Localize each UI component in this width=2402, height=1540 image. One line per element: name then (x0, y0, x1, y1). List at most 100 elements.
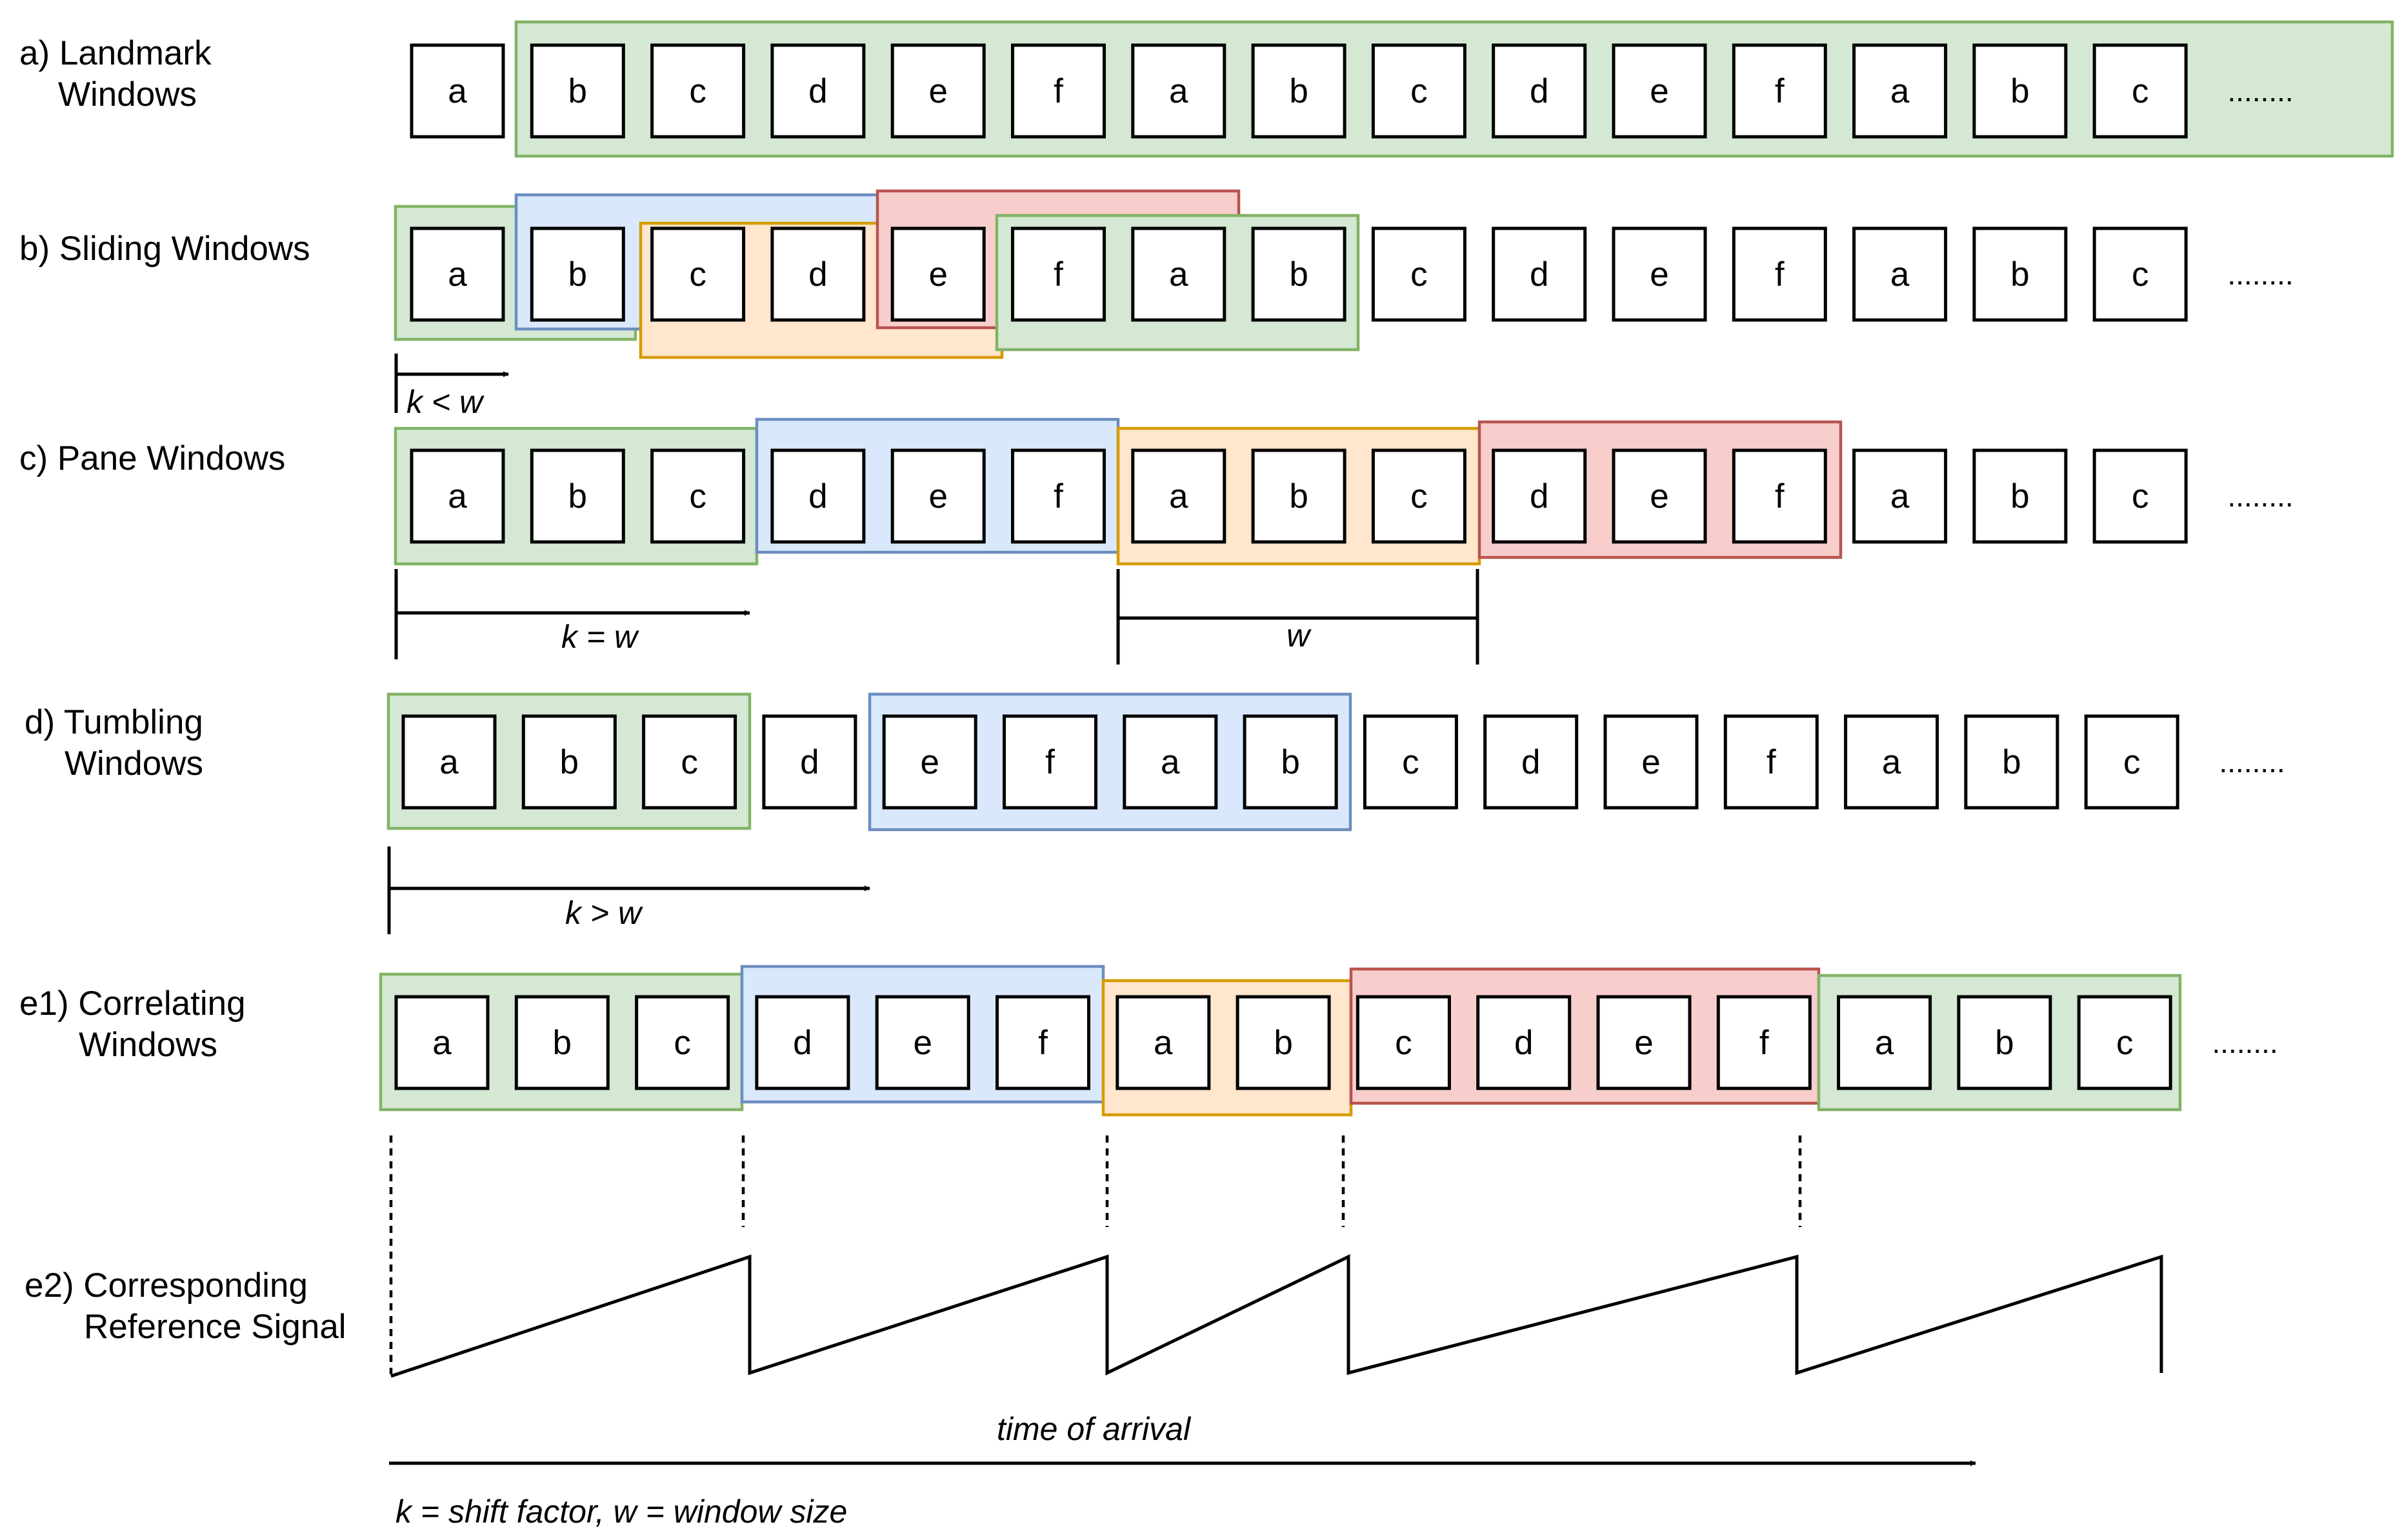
cell-letter: c (1402, 743, 1419, 781)
cell-box (762, 714, 857, 810)
cell-landmark-2: b (530, 43, 625, 139)
cell-landmark-14: b (1972, 43, 2068, 139)
cell-pane-5: e (890, 448, 986, 544)
cell-box (410, 226, 505, 322)
cell-letter: b (2010, 72, 2029, 110)
cell-letter: f (1775, 477, 1785, 515)
cell-box (2077, 995, 2172, 1090)
cell-letter: e (1650, 72, 1668, 110)
cell-letter: f (1054, 255, 1063, 294)
cell-box (1972, 448, 2068, 544)
cell-sliding-14: b (1972, 226, 2068, 322)
cell-tumbling-11: e (1603, 714, 1699, 810)
reference-signal-sawtooth (390, 1254, 2163, 1378)
cell-sliding-13: a (1852, 226, 1948, 322)
cell-box (1852, 448, 1948, 544)
cell-landmark-5: e (890, 43, 986, 139)
cell-correlating-15: c (2077, 995, 2172, 1090)
cell-sliding-11: e (1612, 226, 1707, 322)
cell-letter: c (2116, 1024, 2134, 1062)
cell-letter: a (448, 477, 467, 515)
cell-box (1837, 995, 1932, 1090)
cell-box (635, 995, 730, 1090)
cell-letter: a (1890, 72, 1910, 110)
cell-box (2092, 226, 2188, 322)
cell-letter: e (913, 1024, 932, 1062)
cell-letter: a (1882, 743, 1901, 781)
cell-box (890, 448, 986, 544)
cell-letter: c (2132, 72, 2149, 110)
cell-box (770, 448, 866, 544)
cell-box (1492, 448, 1587, 544)
cell-box (882, 714, 977, 810)
cell-letter: b (1995, 1024, 2014, 1062)
cell-letter: f (1775, 255, 1785, 294)
cell-landmark-7: a (1131, 43, 1226, 139)
label-reference-signal: e2) Corresponding Reference Signal (25, 1266, 346, 1346)
label-correlating-windows: e1) Correlating Windows (19, 985, 255, 1064)
cell-box (1972, 43, 2068, 139)
cell-landmark-9: c (1371, 43, 1466, 139)
cell-pane-15: c (2092, 448, 2188, 544)
cell-correlating-9: c (1356, 995, 1451, 1090)
cell-letter: e (928, 255, 947, 294)
cell-pane-11: e (1612, 448, 1707, 544)
pane-window-annotation: w (1286, 617, 1312, 654)
cell-box (1011, 43, 1106, 139)
cell-letter: e (1634, 1024, 1653, 1062)
cell-sliding-9: c (1371, 226, 1466, 322)
label-sliding-windows: b) Sliding Windows (19, 230, 310, 268)
cell-letter: f (1054, 72, 1063, 110)
cell-box (1612, 43, 1707, 139)
cell-letter: e (1641, 743, 1660, 781)
cell-letter: a (448, 255, 467, 294)
cell-box (514, 995, 610, 1090)
cell-box (1716, 995, 1812, 1090)
cell-box (1492, 226, 1587, 322)
cell-pane-1: a (410, 448, 505, 544)
cell-letter: a (432, 1024, 452, 1062)
ellipsis-sliding: ........ (2228, 257, 2294, 291)
cell-letter: a (1890, 255, 1910, 294)
cell-box (650, 226, 746, 322)
cell-landmark-1: a (410, 43, 505, 139)
cell-letter: e (1650, 255, 1668, 294)
cell-letter: e (928, 477, 947, 515)
cell-correlating-2: b (514, 995, 610, 1090)
cell-box (1476, 995, 1572, 1090)
cell-box (1852, 226, 1948, 322)
cell-box (890, 226, 986, 322)
cell-box (1131, 448, 1226, 544)
cell-box (1243, 714, 1338, 810)
cell-letter: d (1521, 743, 1540, 781)
cell-tumbling-3: c (642, 714, 737, 810)
cell-tumbling-4: d (762, 714, 857, 810)
cell-box (2084, 714, 2179, 810)
cell-pane-4: d (770, 448, 866, 544)
cell-sliding-7: a (1131, 226, 1226, 322)
cell-tumbling-9: c (1363, 714, 1458, 810)
cell-box (530, 43, 625, 139)
cell-box (410, 43, 505, 139)
cell-letter: a (1161, 743, 1180, 781)
cell-letter: b (568, 255, 587, 294)
cell-box (890, 43, 986, 139)
cell-letter: b (2002, 743, 2021, 781)
cell-box (530, 226, 625, 322)
cell-box (394, 995, 490, 1090)
cell-letter: b (1289, 255, 1308, 294)
cell-letter: a (1169, 477, 1188, 515)
cell-letter: d (808, 477, 827, 515)
cell-sliding-3: c (650, 226, 746, 322)
cell-landmark-13: a (1852, 43, 1948, 139)
cell-pane-13: a (1852, 448, 1948, 544)
cell-tumbling-13: a (1844, 714, 1939, 810)
cell-letter: a (448, 72, 467, 110)
cell-letter: c (1410, 477, 1428, 515)
pane-shift-annotation: k = w (561, 619, 639, 655)
cell-pane-14: b (1972, 448, 2068, 544)
